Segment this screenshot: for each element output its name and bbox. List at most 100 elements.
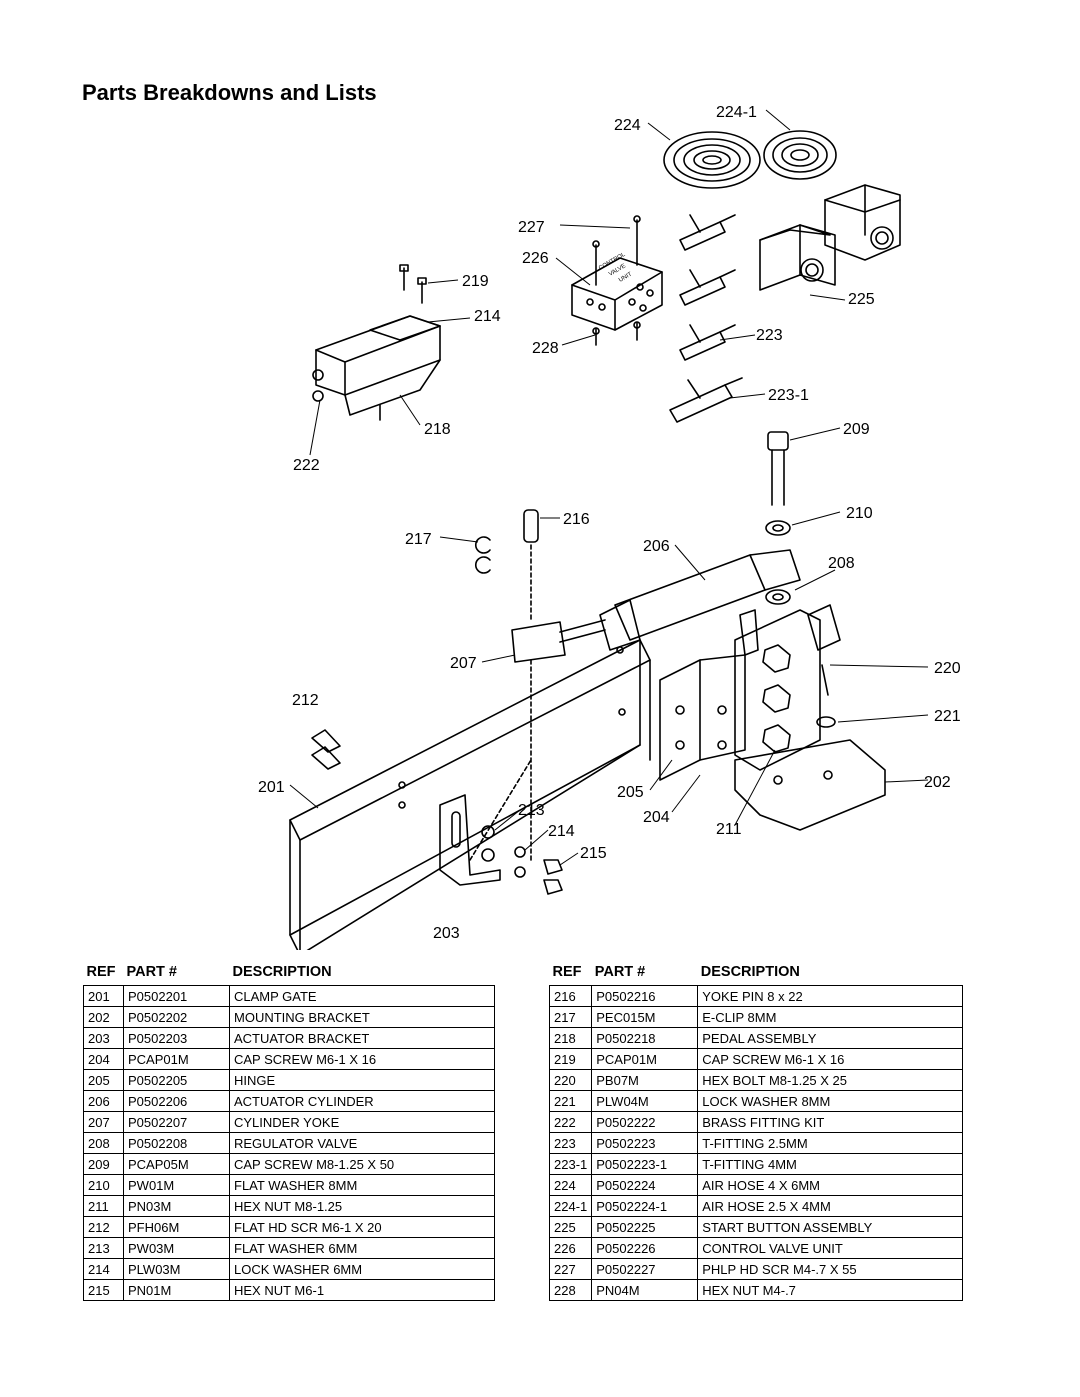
- actuator-cylinder-drawing: [511, 549, 801, 861]
- ref-cell: 213: [83, 1237, 124, 1259]
- description-cell: T-FITTING 2.5MM: [697, 1132, 964, 1154]
- part-number-cell: P0502226: [591, 1237, 699, 1259]
- part-number-cell: P0502224-1: [591, 1195, 699, 1217]
- callout-224: 224: [614, 117, 641, 134]
- description-header: DESCRIPTION: [700, 964, 800, 980]
- ref-cell: 224-1: [548, 1195, 593, 1217]
- description-cell: CAP SCREW M6-1 X 16: [697, 1048, 964, 1070]
- callout-219: 219: [462, 273, 489, 290]
- callout-210: 210: [846, 505, 873, 522]
- description-cell: PHLP HD SCR M4-.7 X 55: [697, 1258, 964, 1280]
- callout-213: 213: [518, 802, 545, 819]
- ref-cell: 214: [83, 1258, 124, 1280]
- part-number-cell: P0502203: [123, 1027, 230, 1049]
- callout-223: 223: [756, 327, 783, 344]
- ref-cell: 212: [83, 1216, 124, 1238]
- part-number-cell: PFH06M: [123, 1216, 230, 1238]
- ref-cell: 219: [548, 1048, 593, 1070]
- description-cell: CONTROL VALVE UNIT: [697, 1237, 964, 1259]
- part-number-cell: PN04M: [591, 1279, 699, 1301]
- callout-221: 221: [934, 708, 961, 725]
- description-cell: CAP SCREW M6-1 X 16: [229, 1048, 495, 1070]
- page-title: Parts Breakdowns and Lists: [82, 80, 377, 105]
- ref-cell: 210: [83, 1174, 124, 1196]
- description-cell: BRASS FITTING KIT: [697, 1111, 964, 1133]
- callout-226: 226: [522, 250, 549, 267]
- control-valve-unit-drawing: [571, 215, 663, 346]
- description-cell: LOCK WASHER 8MM: [697, 1090, 964, 1112]
- valve-label-line3: UNIT: [618, 271, 633, 283]
- callout-204: 204: [643, 809, 670, 826]
- description-cell: HEX NUT M8-1.25: [229, 1195, 495, 1217]
- part-number-cell: P0502207: [123, 1111, 230, 1133]
- callout-208: 208: [828, 555, 855, 572]
- hinge-and-mounting-bracket-drawing: [659, 604, 886, 831]
- description-cell: FLAT WASHER 8MM: [229, 1174, 495, 1196]
- description-cell: CLAMP GATE: [229, 985, 495, 1007]
- part-number-cell: PCAP01M: [123, 1048, 230, 1070]
- ref-cell: 201: [83, 985, 124, 1007]
- ref-cell: 216: [548, 985, 593, 1007]
- callout-206: 206: [643, 538, 670, 555]
- ref-cell: 227: [548, 1258, 593, 1280]
- callout-225: 225: [848, 291, 875, 308]
- part-number-cell: P0502201: [123, 985, 230, 1007]
- callout-214-upper: 214: [474, 308, 501, 325]
- part-number-cell: PW03M: [123, 1237, 230, 1259]
- callout-218: 218: [424, 421, 451, 438]
- ref-cell: 223: [548, 1132, 593, 1154]
- exploded-view-diagram: CONTROL VALVE UNIT 224 224-1 227 226 219…: [258, 104, 961, 950]
- description-cell: FLAT HD SCR M6-1 X 20: [229, 1216, 495, 1238]
- callout-222: 222: [293, 457, 320, 474]
- part-header: PART #: [594, 964, 646, 980]
- ref-header: REF: [86, 964, 116, 980]
- description-cell: START BUTTON ASSEMBLY: [697, 1216, 964, 1238]
- air-hose-2-5x4-drawing: [763, 130, 837, 180]
- ref-cell: 226: [548, 1237, 593, 1259]
- description-cell: FLAT WASHER 6MM: [229, 1237, 495, 1259]
- part-number-cell: P0502223-1: [591, 1153, 699, 1175]
- part-number-cell: PEC015M: [591, 1006, 699, 1028]
- description-cell: HEX BOLT M8-1.25 X 25: [697, 1069, 964, 1091]
- cap-screw-209-drawing: [765, 431, 791, 605]
- ref-cell: 207: [83, 1111, 124, 1133]
- ref-cell: 204: [83, 1048, 124, 1070]
- callout-201: 201: [258, 779, 285, 796]
- ref-cell: 220: [548, 1069, 593, 1091]
- part-number-cell: P0502227: [591, 1258, 699, 1280]
- part-number-cell: PLW03M: [123, 1258, 230, 1280]
- part-number-cell: PB07M: [591, 1069, 699, 1091]
- part-number-cell: PCAP01M: [591, 1048, 699, 1070]
- ref-cell: 211: [83, 1195, 124, 1217]
- pedal-assembly-drawing: [312, 264, 441, 421]
- ref-cell: 209: [83, 1153, 124, 1175]
- part-number-cell: P0502202: [123, 1006, 230, 1028]
- part-number-cell: PW01M: [123, 1174, 230, 1196]
- ref-cell: 203: [83, 1027, 124, 1049]
- part-number-cell: P0502205: [123, 1069, 230, 1091]
- description-cell: HINGE: [229, 1069, 495, 1091]
- description-cell: T-FITTING 4MM: [697, 1153, 964, 1175]
